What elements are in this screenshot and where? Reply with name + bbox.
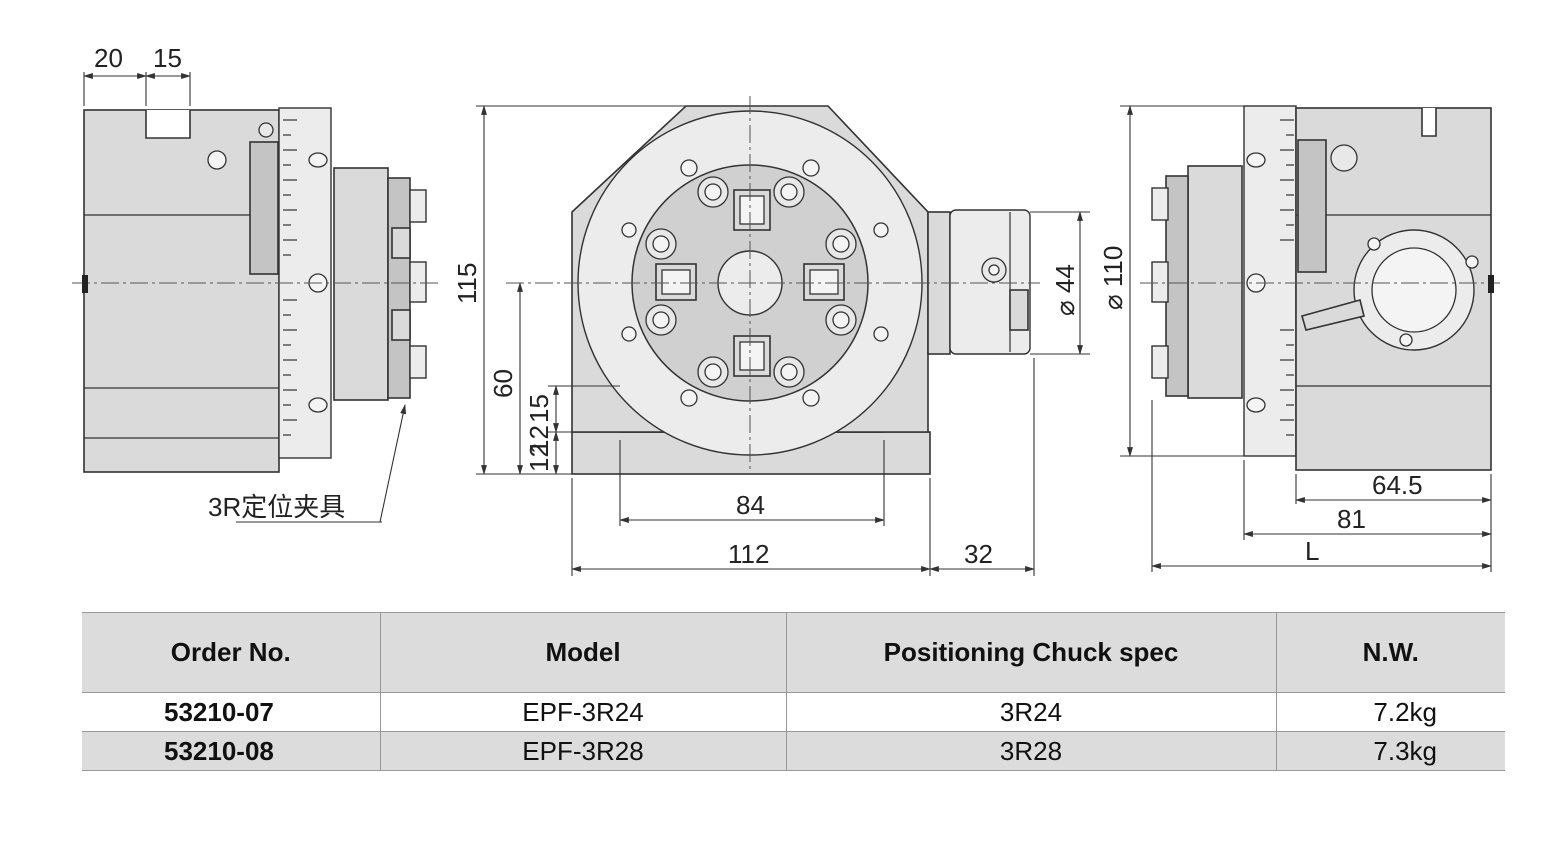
cell-nw: 7.3kg: [1276, 731, 1505, 771]
dim-84: 84: [736, 490, 765, 520]
dim-dia-44: ⌀ 44: [1050, 264, 1080, 316]
dim-L: L: [1305, 536, 1319, 566]
dim-32: 32: [964, 539, 993, 569]
header-chuck-spec: Positioning Chuck spec: [786, 612, 1277, 693]
table-header-row: Order No. Model Positioning Chuck spec N…: [82, 612, 1505, 693]
header-order-no: Order No.: [82, 612, 381, 693]
cell-model: EPF-3R28: [380, 731, 787, 771]
left-top-dimensions: 20 15: [83, 43, 191, 106]
table-row: 53210-07 EPF-3R24 3R24 7.2kg: [82, 692, 1505, 732]
cell-chuck-spec: 3R28: [786, 731, 1277, 771]
spec-table: Order No. Model Positioning Chuck spec N…: [82, 612, 1505, 771]
right-dimensions: ⌀ 110 64.5 81 L: [1098, 105, 1492, 572]
dim-12b: 12: [524, 443, 554, 472]
front-dimensions: 115 60 15 12 12 84 112 32 ⌀ 44: [452, 105, 1090, 576]
dim-81: 81: [1337, 504, 1366, 534]
dim-60: 60: [488, 369, 518, 398]
dim-64-5: 64.5: [1372, 470, 1423, 500]
header-nw: N.W.: [1276, 612, 1505, 693]
table-row: 53210-08 EPF-3R28 3R28 7.3kg: [82, 731, 1505, 771]
callout-3r-fixture: 3R定位夹具: [208, 404, 407, 523]
dim-112: 112: [728, 539, 769, 569]
technical-drawing: 20 15 3R定位夹具: [72, 43, 1500, 576]
dim-20: 20: [94, 43, 123, 73]
cell-order-no: 53210-08: [82, 731, 381, 771]
scale-ticks-right: [1280, 119, 1294, 436]
header-model: Model: [380, 612, 787, 693]
cell-chuck-spec: 3R24: [786, 692, 1277, 732]
cell-model: EPF-3R24: [380, 692, 787, 732]
cell-nw: 7.2kg: [1276, 692, 1505, 732]
scale-ticks-left: [283, 119, 297, 436]
dim-dia-110: ⌀ 110: [1098, 246, 1128, 310]
dim-12a: 12: [524, 425, 554, 454]
dim-15-top: 15: [153, 43, 182, 73]
cell-order-no: 53210-07: [82, 692, 381, 732]
callout-label: 3R定位夹具: [208, 492, 345, 522]
right-side-view: [1140, 105, 1500, 471]
left-side-view: [72, 107, 440, 473]
front-view: [506, 96, 1040, 475]
dim-115: 115: [452, 263, 482, 304]
bolt-heads: [645, 176, 857, 388]
dim-15-side: 15: [524, 394, 554, 423]
